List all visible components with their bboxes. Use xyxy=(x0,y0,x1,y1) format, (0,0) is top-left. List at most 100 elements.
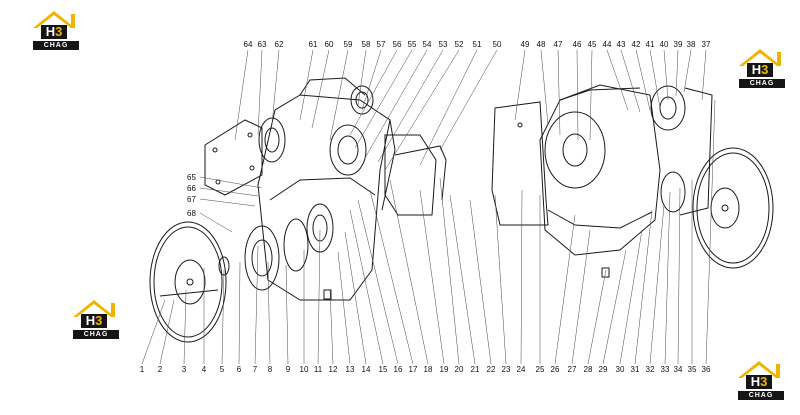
callout-15: 15 xyxy=(379,365,388,374)
callout-21: 21 xyxy=(471,365,480,374)
leader-line-55 xyxy=(354,49,413,149)
leader-line-17 xyxy=(369,189,414,365)
ring-gear-9 xyxy=(283,218,309,272)
callout-66: 66 xyxy=(187,184,196,193)
callout-37: 37 xyxy=(702,40,711,49)
callout-26: 26 xyxy=(551,365,560,374)
logo-brand-text: CHAG xyxy=(33,41,79,50)
drain-plug-13 xyxy=(323,289,332,300)
right-side-bracket xyxy=(384,134,437,216)
leader-line-41 xyxy=(649,49,661,109)
callout-61: 61 xyxy=(309,40,318,49)
logo-mark: H3 xyxy=(747,63,773,77)
callout-9: 9 xyxy=(286,365,291,374)
brand-logo-top-left: H3 CHAG xyxy=(30,8,88,52)
leader-line-46 xyxy=(576,49,579,141)
callout-62: 62 xyxy=(275,40,284,49)
upper-gear-56 xyxy=(329,124,367,176)
leader-line-57 xyxy=(361,49,382,111)
leader-line-12 xyxy=(329,289,334,365)
leader-line-45 xyxy=(589,49,593,141)
logo-brand-text: CHAG xyxy=(739,79,785,88)
callout-44: 44 xyxy=(603,40,612,49)
leader-line-68 xyxy=(199,212,233,233)
callout-41: 41 xyxy=(646,40,655,49)
callout-13: 13 xyxy=(346,365,355,374)
callout-58: 58 xyxy=(362,40,371,49)
leader-line-11 xyxy=(317,229,321,365)
callout-19: 19 xyxy=(440,365,449,374)
leader-line-33 xyxy=(664,191,671,365)
callout-23: 23 xyxy=(502,365,511,374)
house-roof-icon xyxy=(738,361,780,378)
callout-57: 57 xyxy=(377,40,386,49)
leader-line-28 xyxy=(587,269,607,365)
leader-line-15 xyxy=(349,209,384,365)
callout-63: 63 xyxy=(258,40,267,49)
right-fitting-28 xyxy=(601,267,610,278)
leader-line-32 xyxy=(649,204,665,365)
callout-68: 68 xyxy=(187,209,196,218)
callout-40: 40 xyxy=(660,40,669,49)
leader-line-65 xyxy=(199,176,263,189)
leader-line-67 xyxy=(199,198,256,207)
logo-mark: H3 xyxy=(746,375,772,389)
flywheel-left xyxy=(149,221,227,343)
callout-25: 25 xyxy=(536,365,545,374)
flywheel-right xyxy=(692,147,774,269)
oil-tube-51 xyxy=(394,145,447,201)
leader-line-18 xyxy=(389,179,429,365)
brand-logo-top-right: H3 CHAG xyxy=(736,46,794,90)
callout-59: 59 xyxy=(344,40,353,49)
callout-3: 3 xyxy=(182,365,187,374)
callout-7: 7 xyxy=(253,365,258,374)
leader-line-44 xyxy=(606,49,629,111)
callout-33: 33 xyxy=(661,365,670,374)
logo-brand-text: CHAG xyxy=(738,391,784,400)
leader-line-13 xyxy=(337,251,351,365)
callout-48: 48 xyxy=(537,40,546,49)
output-gear-40 xyxy=(650,85,686,131)
callout-45: 45 xyxy=(588,40,597,49)
leader-line-8 xyxy=(267,261,271,365)
callout-29: 29 xyxy=(599,365,608,374)
callout-10: 10 xyxy=(300,365,309,374)
callout-51: 51 xyxy=(473,40,482,49)
leader-line-3 xyxy=(183,289,187,365)
leader-line-56 xyxy=(349,49,398,136)
logo-mark: H3 xyxy=(81,314,107,328)
callout-55: 55 xyxy=(408,40,417,49)
large-gear-47 xyxy=(544,111,606,189)
leader-line-52 xyxy=(384,49,460,171)
leader-line-47 xyxy=(557,49,561,136)
callout-12: 12 xyxy=(329,365,338,374)
leader-line-42 xyxy=(635,49,651,111)
leader-line-60 xyxy=(311,49,330,129)
callout-6: 6 xyxy=(237,365,242,374)
left-cover-plate xyxy=(204,119,263,196)
leader-line-24 xyxy=(520,189,523,365)
leader-line-36 xyxy=(705,99,716,365)
callout-14: 14 xyxy=(362,365,371,374)
leader-line-43 xyxy=(620,49,641,113)
leader-line-14 xyxy=(344,231,367,365)
callout-28: 28 xyxy=(584,365,593,374)
callout-24: 24 xyxy=(517,365,526,374)
callout-22: 22 xyxy=(487,365,496,374)
leader-line-58 xyxy=(357,49,367,106)
leader-line-26 xyxy=(554,214,576,365)
leader-line-1 xyxy=(141,299,166,365)
leader-line-16 xyxy=(357,199,399,365)
leader-line-61 xyxy=(299,49,314,121)
leader-line-38 xyxy=(683,49,692,93)
callout-56: 56 xyxy=(393,40,402,49)
right-transmission-housing xyxy=(539,84,661,256)
leader-line-34 xyxy=(677,187,681,365)
leader-line-62 xyxy=(271,49,280,126)
callout-32: 32 xyxy=(646,365,655,374)
seal-plate-7 xyxy=(244,225,280,291)
leader-line-9 xyxy=(285,264,289,365)
leader-line-5 xyxy=(221,269,225,365)
leader-line-63 xyxy=(257,49,263,136)
seal-ring-57 xyxy=(350,85,374,115)
